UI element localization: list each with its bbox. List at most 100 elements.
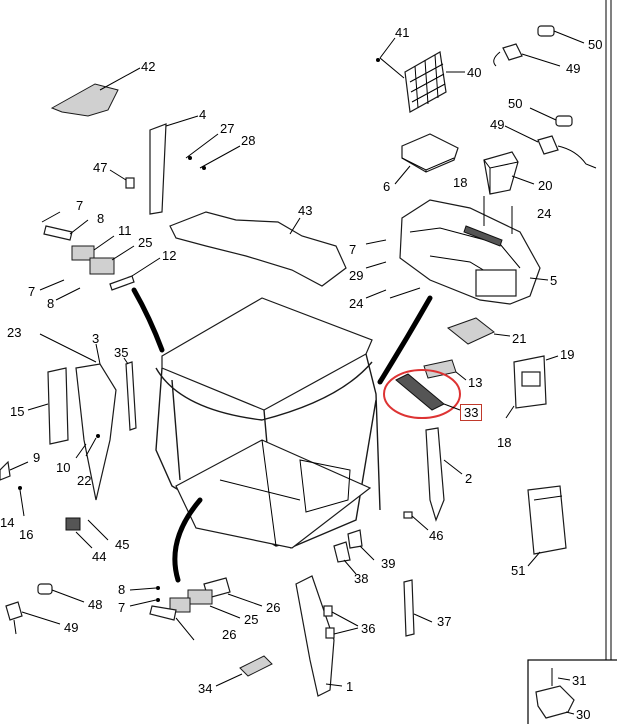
cab-roof [161, 297, 373, 411]
leader-line [511, 175, 535, 185]
callout-label: 43 [298, 203, 313, 218]
part-22-bolt [96, 434, 100, 438]
callout-label: 27 [220, 121, 235, 136]
callout-label: 23 [7, 325, 22, 340]
part-38-pad [333, 541, 351, 563]
callout-label: 42 [141, 59, 156, 74]
part-35-strip [125, 361, 137, 431]
leader-line [413, 613, 433, 623]
leader-line [443, 459, 463, 475]
callout-label: 6 [383, 179, 391, 194]
highlight-ring [383, 369, 461, 419]
part-7-screw [156, 598, 160, 602]
callout-label: 47 [93, 160, 108, 175]
callout-label: 9 [33, 450, 41, 465]
part-1-pillar [295, 575, 335, 697]
part-33-seal [395, 373, 445, 411]
leader-line [325, 611, 359, 687]
leader-line [365, 239, 421, 299]
callout-label: 25 [244, 612, 259, 627]
leader-line [551, 668, 575, 715]
part-8-screw [156, 586, 160, 590]
part-42-panel [50, 83, 119, 117]
part-6-cover [401, 133, 459, 173]
callout-label: 5 [550, 273, 558, 288]
callout-label-highlighted: 33 [460, 404, 483, 421]
part-edge [483, 159, 519, 194]
callout-label: 29 [349, 268, 364, 283]
callout-label: 7 [118, 600, 126, 615]
callout-label: 28 [241, 133, 256, 148]
leader-line [123, 357, 129, 365]
part-13-strip [423, 359, 457, 379]
callout-arc [377, 295, 433, 385]
callout-label: 1 [346, 679, 354, 694]
callout-label: 34 [198, 681, 213, 696]
leader-line [394, 165, 411, 185]
part-27-screw [188, 156, 192, 160]
part-48-lamp [37, 583, 53, 595]
leader-line [129, 587, 263, 641]
leader-line [75, 519, 109, 549]
part-16-screw [18, 486, 22, 490]
part-21-mat [446, 317, 495, 345]
console-vent [463, 225, 503, 247]
part-14-knob [0, 460, 11, 481]
callout-label: 20 [538, 178, 553, 193]
leader-line [411, 515, 429, 531]
callout-label: 26 [222, 627, 237, 642]
callout-label: 21 [512, 331, 527, 346]
part-25-module [169, 597, 191, 613]
callout-label: 19 [560, 347, 575, 362]
part-41-screw [376, 58, 380, 62]
part-25-module [187, 589, 213, 605]
leader-line [493, 51, 561, 67]
part-28-screw [202, 166, 206, 170]
leader-line [27, 403, 49, 411]
part-46-clip [403, 511, 413, 519]
callout-label: 26 [266, 600, 281, 615]
part-44-connector [65, 517, 81, 531]
part-34-plate [239, 655, 273, 677]
callout-label: 14 [0, 515, 15, 530]
leader-line [455, 371, 467, 381]
leader-line [41, 211, 89, 235]
callout-label: 3 [92, 331, 100, 346]
leader-line [483, 196, 549, 281]
callout-label: 15 [10, 404, 25, 419]
callout-label: 13 [468, 375, 483, 390]
callout-label: 39 [381, 556, 396, 571]
leader-line [99, 67, 141, 91]
part-4-pillar [149, 123, 167, 215]
part-25-module [89, 257, 115, 275]
leader-line [343, 545, 375, 575]
part-49-switch [502, 43, 523, 61]
leader-line [215, 673, 243, 687]
callout-label: 11 [118, 223, 132, 238]
callout-label: 45 [115, 537, 130, 552]
leader-line [527, 495, 563, 567]
part-49-switch [5, 601, 23, 621]
leader-line [505, 355, 559, 419]
leader-line [165, 115, 241, 169]
callout-label: 30 [576, 707, 591, 722]
callout-label: 8 [47, 296, 55, 311]
leader-line [131, 257, 161, 277]
part-50-lamp [555, 115, 573, 127]
callout-label: 24 [349, 296, 364, 311]
callout-label: 35 [114, 345, 129, 360]
part-8-bracket [43, 225, 73, 241]
part-20-box [483, 151, 519, 195]
grille-mesh [409, 54, 446, 109]
callout-label: 44 [92, 549, 107, 564]
callout-label: 31 [572, 673, 587, 688]
callout-label: 7 [28, 284, 36, 299]
part-12-plate [109, 275, 135, 291]
callout-label: 41 [395, 25, 410, 40]
leader-line [493, 333, 511, 337]
part-11-module [71, 245, 95, 261]
callout-label: 18 [497, 435, 512, 450]
callout-arc [131, 287, 165, 353]
callout-label: 38 [354, 571, 369, 586]
part-50-lamp [537, 25, 555, 37]
